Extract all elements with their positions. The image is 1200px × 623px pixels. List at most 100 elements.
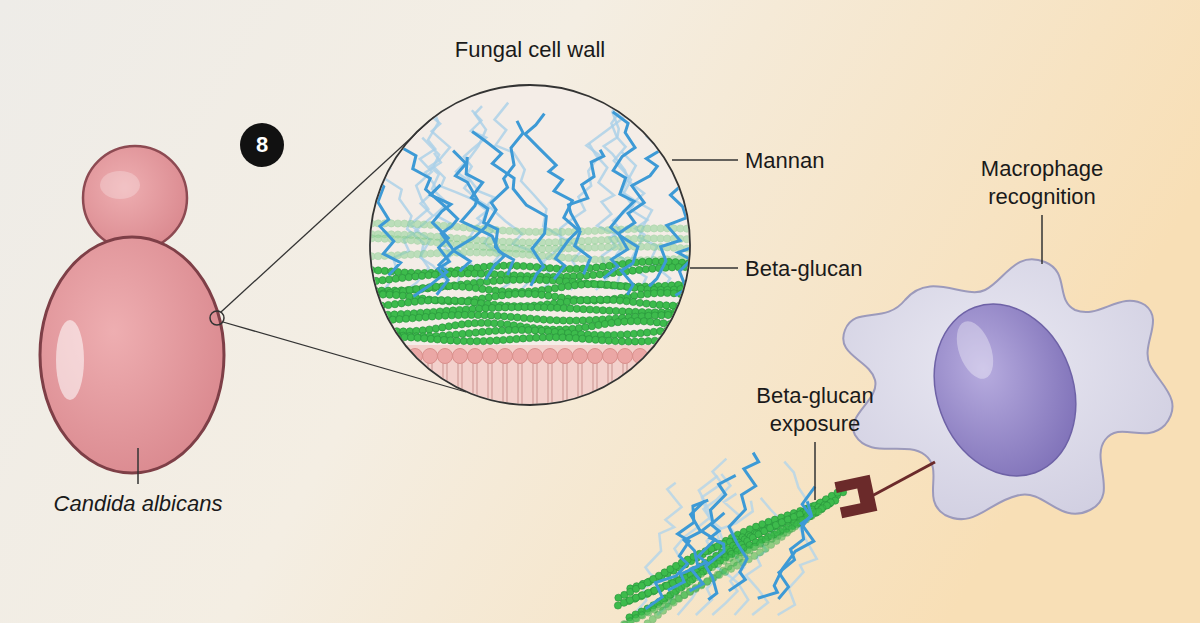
lipid xyxy=(528,349,543,406)
glucan-bead xyxy=(669,264,676,271)
glucan-bead xyxy=(664,336,671,343)
glucan-bead xyxy=(531,327,538,334)
glucan-bead xyxy=(379,291,386,298)
glucan-bead xyxy=(585,336,592,343)
glucan-bead xyxy=(464,270,471,277)
glucan-bead xyxy=(498,327,505,334)
glucan-bead xyxy=(599,263,606,270)
glucan-chain xyxy=(614,499,834,609)
glucan-bead xyxy=(653,319,660,326)
glucan-bead xyxy=(481,312,488,319)
glucan-bead xyxy=(610,296,617,303)
glucan-bead xyxy=(664,311,671,318)
glucan-bead xyxy=(545,239,552,246)
glucan-bead xyxy=(612,338,619,345)
glucan-bead xyxy=(498,292,505,299)
glucan-bead xyxy=(584,281,591,288)
glucan-bead xyxy=(452,331,459,338)
glucan-bead xyxy=(415,314,422,321)
glucan-bead xyxy=(520,314,527,321)
glucan-bead xyxy=(552,334,559,341)
glucan-bead xyxy=(533,316,540,323)
glucan-bead xyxy=(506,336,513,343)
glucan-bead xyxy=(513,250,520,257)
magnified-view: Fungal cell wall xyxy=(360,30,700,415)
glucan-bead xyxy=(539,245,546,252)
glucan-bead xyxy=(401,251,408,258)
glucan-bead xyxy=(508,304,515,311)
mannan-chain xyxy=(706,513,725,600)
glucan-bead xyxy=(651,243,658,250)
glucan-bead xyxy=(365,312,372,319)
glucan-bead xyxy=(630,298,637,305)
glucan-bead xyxy=(678,311,685,318)
glucan-bead xyxy=(451,270,458,277)
glucan-bead xyxy=(467,249,474,256)
glucan-bead xyxy=(370,317,377,324)
glucan-chain xyxy=(626,502,831,621)
glucan-bead xyxy=(375,235,382,242)
glucan-bead xyxy=(458,321,465,328)
glucan-bead xyxy=(616,297,623,304)
glucan-bead xyxy=(455,311,462,318)
glucan-bead xyxy=(536,276,543,283)
glucan-bead xyxy=(631,235,638,242)
glucan-bead xyxy=(657,225,664,232)
glucan-bead xyxy=(466,242,473,249)
glucan-bead xyxy=(432,325,439,332)
glucan-bead xyxy=(473,249,480,256)
mannan-chain xyxy=(611,112,638,295)
glucan-bead xyxy=(373,330,380,337)
lipid xyxy=(483,349,498,406)
mannan-chain xyxy=(758,487,815,599)
receptor xyxy=(834,462,935,518)
glucan-bead xyxy=(558,228,565,235)
lipid xyxy=(678,349,693,406)
glucan-bead xyxy=(541,304,548,311)
glucan-bead xyxy=(407,251,414,258)
glucan-bead xyxy=(591,227,598,234)
glucan-bead xyxy=(414,251,421,258)
glucan-bead xyxy=(472,285,479,292)
glucan-bead xyxy=(396,316,403,323)
glucan-bead xyxy=(379,277,386,284)
glucan-bead xyxy=(657,235,664,242)
glucan-bead xyxy=(521,304,528,311)
glucan-bead xyxy=(573,265,580,272)
glucan-bead xyxy=(604,236,611,243)
glucan-bead xyxy=(532,228,539,235)
glucan-bead xyxy=(596,271,603,278)
glucan-bead xyxy=(649,301,656,308)
glucan-chain xyxy=(616,508,822,623)
mannan-chain xyxy=(494,103,582,290)
mannan-chain xyxy=(554,150,604,280)
glucan-bead xyxy=(418,272,425,279)
mannan-chain xyxy=(472,132,546,286)
glucan-bead xyxy=(617,282,624,289)
glucan-bead xyxy=(480,337,487,344)
glucan-bead xyxy=(402,315,409,322)
glucan-bead xyxy=(690,292,697,299)
glucan-bead xyxy=(435,312,442,319)
glucan-bead xyxy=(591,244,598,251)
lipid xyxy=(498,349,513,406)
lipid xyxy=(558,349,573,406)
mannan-chain xyxy=(778,501,811,598)
glucan-bead xyxy=(639,258,646,265)
macrophage xyxy=(843,259,1172,519)
glucan-bead xyxy=(656,301,663,308)
glucan-bead xyxy=(393,291,400,298)
glucan-bead xyxy=(573,317,580,324)
glucan-bead xyxy=(512,290,519,297)
glucan-bead xyxy=(567,305,574,312)
glucan-bead xyxy=(399,274,406,281)
glucan-bead xyxy=(386,291,393,298)
glucan-bead xyxy=(651,312,658,319)
glucan-bead xyxy=(485,286,492,293)
glucan-bead xyxy=(678,309,685,316)
glucan-bead xyxy=(514,314,521,321)
glucan-bead xyxy=(608,319,615,326)
glucan-bead xyxy=(471,299,478,306)
glucan-bead xyxy=(595,321,602,328)
glucan-bead xyxy=(623,298,630,305)
